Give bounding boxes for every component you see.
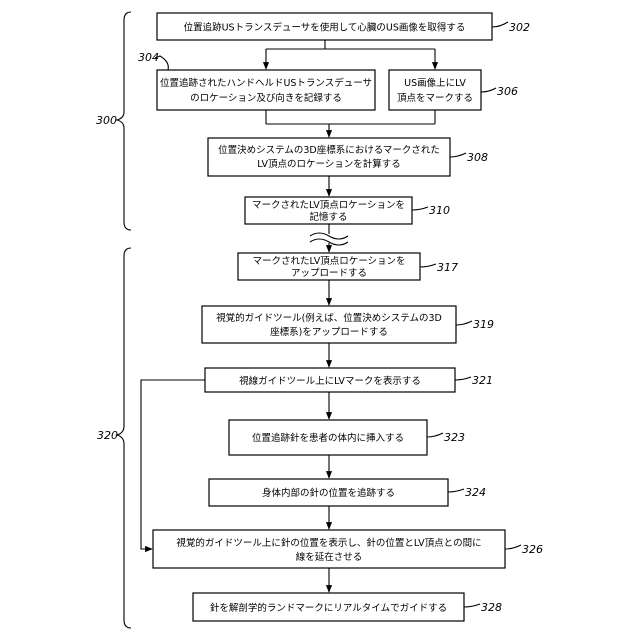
step-306: US画像上にLV 頂点をマークする 306 [389, 70, 518, 110]
svg-text:321: 321 [472, 374, 493, 387]
break-wave [310, 224, 348, 252]
section-ref-300: 300 [96, 114, 117, 127]
svg-text:マークされたLV頂点ロケーションを: マークされたLV頂点ロケーションを [252, 200, 405, 211]
svg-text:302: 302 [509, 21, 530, 34]
step-304: 位置追跡されたハンドヘルドUSトランスデューサ のロケーション及び向きを記録する… [138, 51, 375, 110]
svg-text:328: 328 [481, 601, 502, 614]
step-326: 視覚的ガイドツール上に針の位置を表示し、針の位置とLV頂点との間に 線を延在させ… [153, 530, 543, 568]
step-323: 位置追跡針を患者の体内に挿入する 323 [229, 420, 465, 455]
svg-text:304: 304 [138, 51, 159, 64]
connector-321-326-side [141, 380, 205, 549]
step-324: 身体内部の針の位置を追跡する 324 [209, 479, 486, 506]
step-310: マークされたLV頂点ロケーションを 記憶する 310 [245, 197, 450, 224]
svg-text:座標系)をアップロードする: 座標系)をアップロードする [270, 326, 388, 338]
svg-text:視覚的ガイドツール上に針の位置を表示し、針の位置とLV頂点と: 視覚的ガイドツール上に針の位置を表示し、針の位置とLV頂点との間に [176, 537, 481, 549]
svg-text:位置追跡されたハンドヘルドUSトランスデューサ: 位置追跡されたハンドヘルドUSトランスデューサ [160, 77, 372, 89]
svg-text:のロケーション及び向きを記録する: のロケーション及び向きを記録する [190, 92, 342, 104]
svg-text:位置決めシステムの3D座標系におけるマークされた: 位置決めシステムの3D座標系におけるマークされた [218, 144, 440, 156]
svg-text:視覚的ガイドツール(例えば、位置決めシステムの3D: 視覚的ガイドツール(例えば、位置決めシステムの3D [216, 312, 442, 324]
svg-text:308: 308 [467, 151, 488, 164]
connector-304-308 [266, 110, 435, 137]
connector-302-304 [266, 40, 435, 69]
svg-text:線を延在させる: 線を延在させる [296, 551, 363, 563]
section-bracket-300 [117, 12, 131, 230]
svg-text:319: 319 [473, 318, 494, 331]
svg-text:位置追跡USトランスデューサを使用して心臓のUS画像を取得す: 位置追跡USトランスデューサを使用して心臓のUS画像を取得する [184, 22, 466, 34]
svg-text:310: 310 [429, 204, 450, 217]
step-308: 位置決めシステムの3D座標系におけるマークされた LV頂点のロケーションを計算す… [208, 138, 488, 176]
step-317: マークされたLV頂点ロケーションを アップロードする 317 [238, 253, 458, 280]
svg-text:324: 324 [465, 486, 486, 499]
svg-text:マークされたLV頂点ロケーションを: マークされたLV頂点ロケーションを [252, 256, 405, 267]
svg-text:323: 323 [444, 431, 465, 444]
step-321: 視線ガイドツール上にLVマークを表示する 321 [205, 368, 493, 392]
section-bracket-320 [117, 248, 131, 628]
svg-text:LV頂点のロケーションを計算する: LV頂点のロケーションを計算する [257, 158, 401, 170]
svg-text:針を解剖学的ランドマークにリアルタイムでガイドする: 針を解剖学的ランドマークにリアルタイムでガイドする [210, 602, 447, 614]
svg-text:326: 326 [522, 543, 543, 556]
svg-text:身体内部の針の位置を追跡する: 身体内部の針の位置を追跡する [262, 487, 395, 499]
svg-text:記憶する: 記憶する [309, 211, 347, 223]
svg-text:306: 306 [497, 85, 518, 98]
svg-text:視線ガイドツール上にLVマークを表示する: 視線ガイドツール上にLVマークを表示する [239, 375, 421, 387]
svg-text:US画像上にLV: US画像上にLV [404, 77, 466, 89]
step-319: 視覚的ガイドツール(例えば、位置決めシステムの3D 座標系)をアップロードする … [202, 306, 494, 343]
section-ref-320: 320 [97, 429, 118, 442]
svg-text:位置追跡針を患者の体内に挿入する: 位置追跡針を患者の体内に挿入する [252, 432, 404, 444]
step-328: 針を解剖学的ランドマークにリアルタイムでガイドする 328 [193, 593, 502, 621]
step-302: 位置追跡USトランスデューサを使用して心臓のUS画像を取得する 302 [157, 13, 530, 40]
svg-text:頂点をマークする: 頂点をマークする [397, 93, 473, 104]
svg-text:アップロードする: アップロードする [291, 268, 367, 279]
svg-text:317: 317 [437, 261, 458, 274]
